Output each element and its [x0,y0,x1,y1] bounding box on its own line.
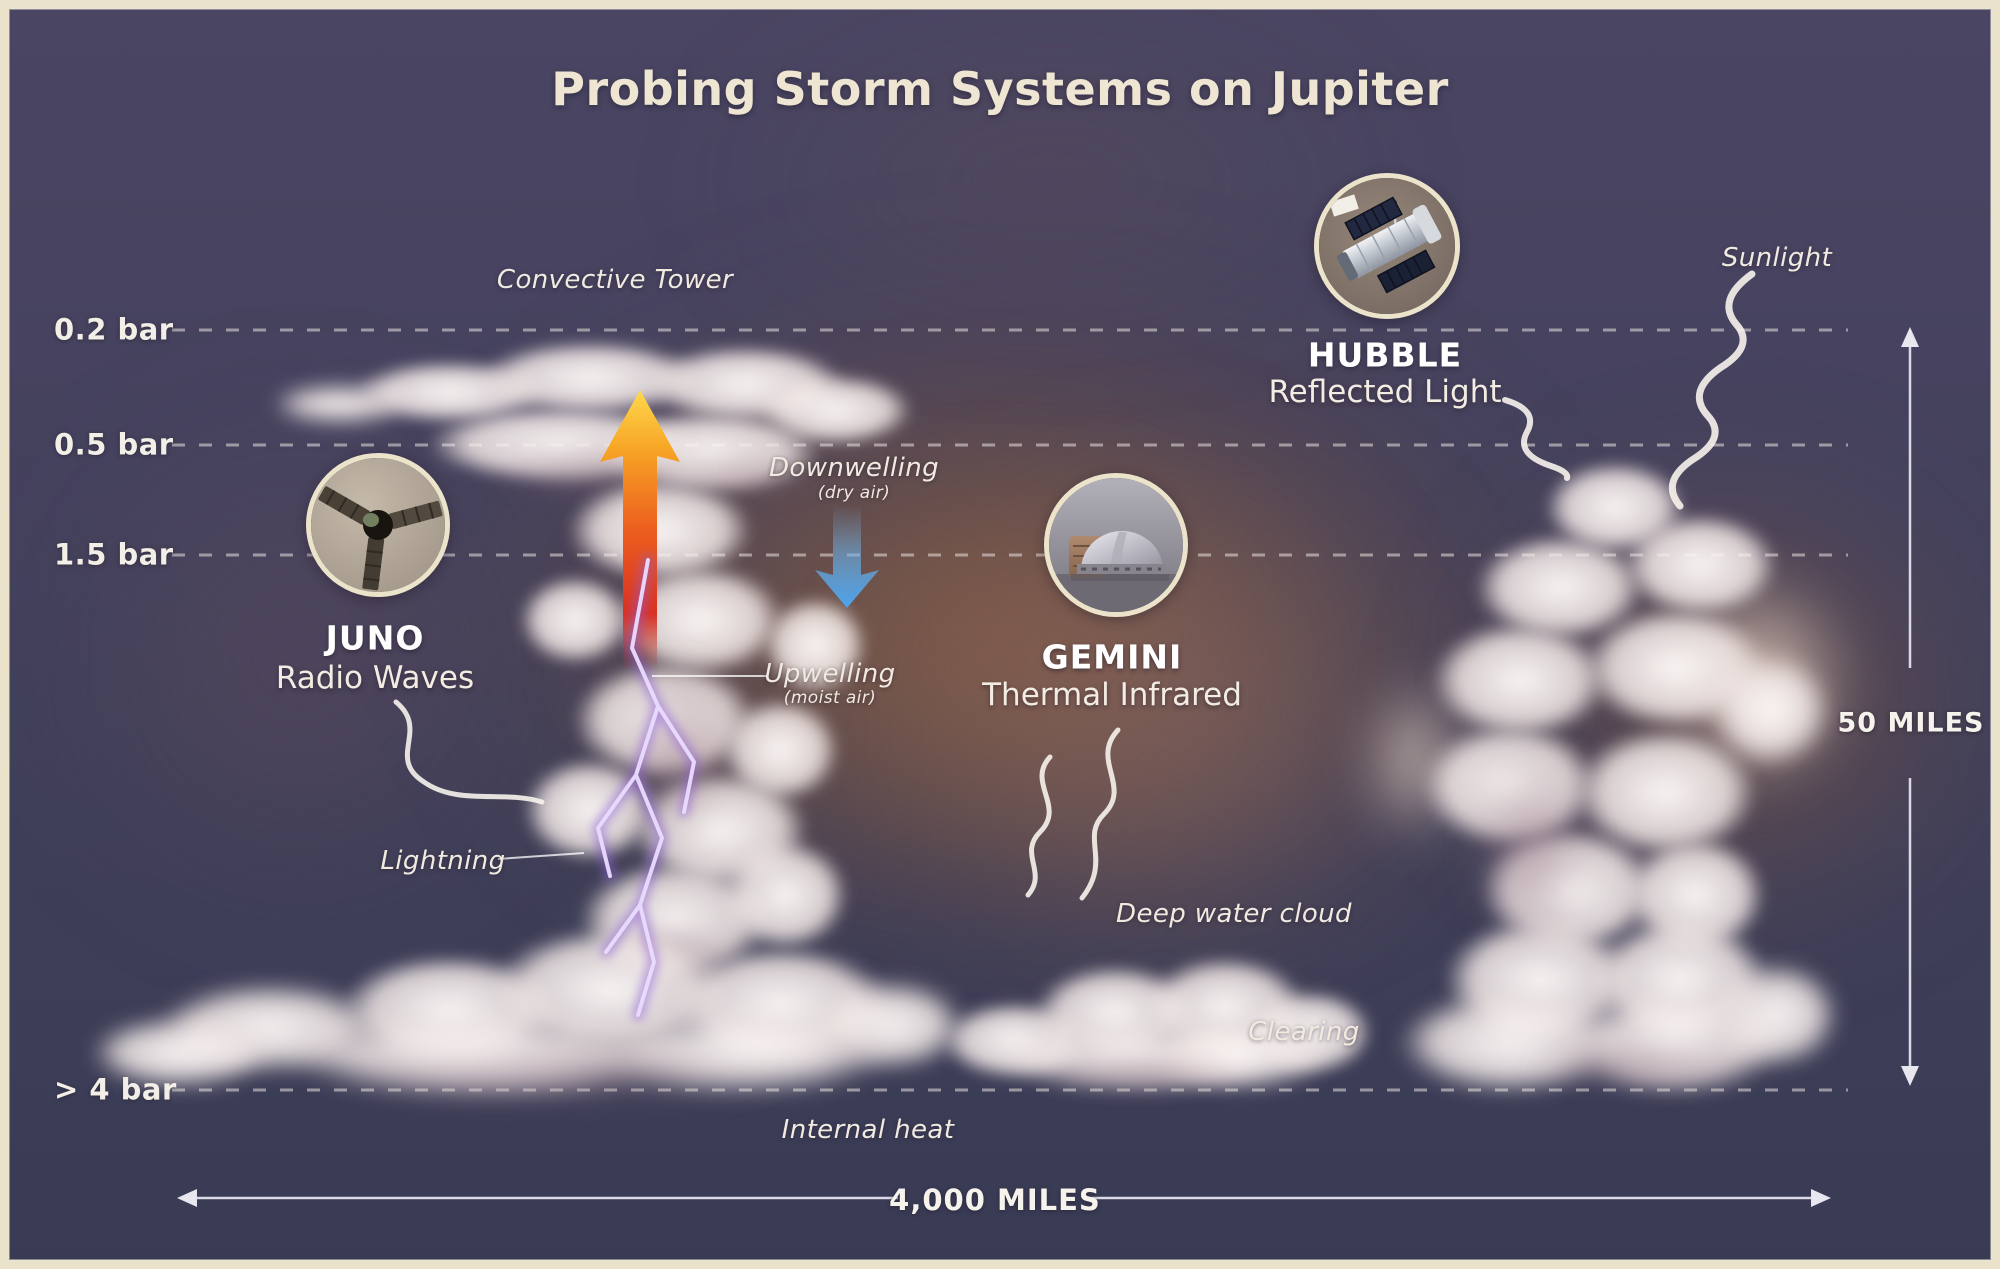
horizontal-scale-label: 4,000 MILES [889,1183,1101,1217]
thermal-wave-squiggle-icon-2 [1079,727,1121,901]
annotation-deep-water-cloud: Deep water cloud [1116,899,1352,929]
annotation-upwelling: Upwelling [764,659,896,689]
pressure-dash-line-05bar [172,443,1848,447]
instrument-method-hubble: Reflected Light [1268,374,1502,410]
lightning-leader-line [497,852,585,860]
pressure-label-15bar: 1.5 bar [54,537,174,572]
annotation-downwelling-sub: (dry air) [817,483,891,503]
reflected-light-squiggle-icon [1502,397,1571,481]
vertical-scale-arrow [1901,327,1919,1086]
gemini-badge [1044,473,1188,617]
instrument-name-hubble: HUBBLE [1307,335,1463,375]
instrument-method-gemini: Thermal Infrared [982,677,1242,713]
pressure-label-4bar: > 4 bar [54,1072,177,1107]
pressure-dash-line-4bar [172,1088,1848,1092]
hubble-badge [1314,173,1460,319]
pressure-dash-line-02bar [172,328,1848,332]
warm-haze-center [620,420,1380,900]
annotation-convective-tower: Convective Tower [496,265,734,295]
gemini-observatory-icon [1049,478,1183,612]
upwelling-arrow-icon [600,390,680,670]
hubble-telescope-icon [1319,178,1455,314]
annotation-sunlight: Sunlight [1721,243,1833,273]
annotation-clearing: Clearing [1248,1017,1360,1047]
downwelling-arrow-icon [815,505,879,608]
instrument-method-juno: Radio Waves [275,660,475,696]
pressure-label-02bar: 0.2 bar [54,312,174,347]
instrument-name-gemini: GEMINI [1041,637,1183,677]
annotation-upwelling-sub: (moist air) [783,688,877,708]
lightning-bolt-glow [592,554,700,1021]
lightning-bolt-icon [596,558,696,1017]
warm-haze-right [1460,460,2000,940]
juno-badge [306,453,450,597]
juno-spacecraft-icon [311,458,445,592]
annotation-lightning: Lightning [380,846,506,876]
radio-wave-squiggle-icon [393,699,545,805]
page-title: Probing Storm Systems on Jupiter [551,62,1449,116]
pressure-label-05bar: 0.5 bar [54,427,174,462]
vertical-scale-label: 50 MILES [1837,707,1985,739]
annotation-downwelling: Downwelling [769,453,939,483]
thermal-wave-squiggle-icon [1025,754,1053,898]
annotation-internal-heat: Internal heat [781,1115,955,1145]
instrument-name-juno: JUNO [325,618,425,658]
sunlight-squiggle-icon [1668,270,1756,510]
